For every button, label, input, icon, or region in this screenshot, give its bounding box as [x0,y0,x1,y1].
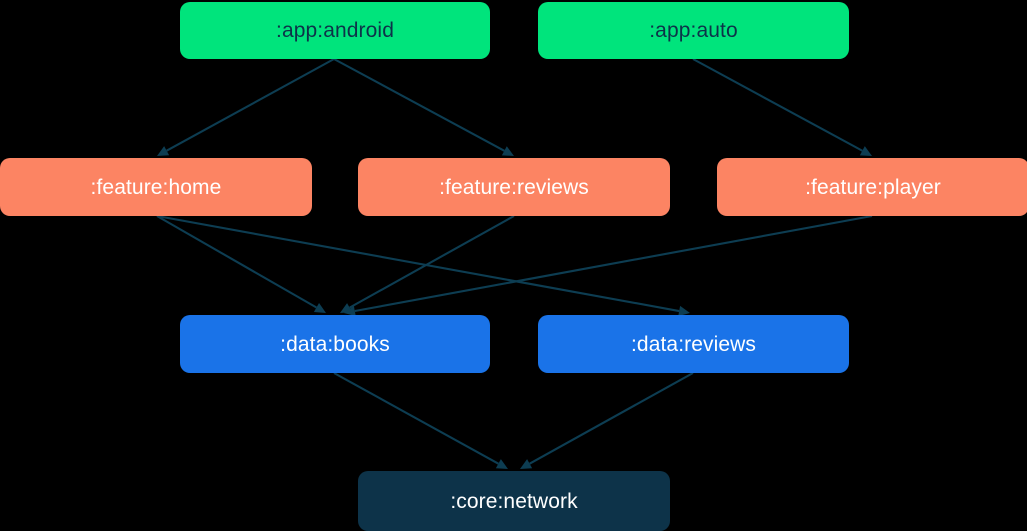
graph-node-feature-home[interactable]: :feature:home [0,158,312,216]
graph-node-label: :feature:player [805,175,941,199]
graph-edge-feature-home-to-data-books [156,215,326,313]
edge-line [156,214,680,313]
graph-node-feature-player[interactable]: :feature:player [717,158,1027,216]
edge-line [354,214,873,313]
graph-node-feature-reviews[interactable]: :feature:reviews [358,158,670,216]
graph-node-label: :feature:home [90,175,222,199]
edge-arrowhead-icon [157,146,170,156]
graph-edge-feature-home-to-data-reviews [156,214,690,317]
edge-arrowhead-icon [313,303,326,313]
graph-node-label: :feature:reviews [439,175,589,199]
graph-edge-app-android-to-feature-home [157,58,335,156]
graph-node-label: :app:android [276,19,394,42]
graph-node-data-reviews[interactable]: :data:reviews [538,315,849,373]
edge-line [333,58,505,152]
graph-edge-data-reviews-to-core-network [520,372,694,469]
graph-node-app-android[interactable]: :app:android [180,2,490,59]
graph-edge-feature-player-to-data-books [344,214,873,317]
graph-edge-app-auto-to-feature-player [692,58,872,156]
graph-node-data-books[interactable]: :data:books [180,315,490,373]
graph-node-core-network[interactable]: :core:network [358,471,670,531]
graph-node-label: :data:reviews [630,332,757,356]
edge-line [692,58,863,152]
edge-line [156,215,317,309]
edge-line [349,215,515,309]
edge-arrowhead-icon [495,459,508,469]
edge-arrowhead-icon [859,146,872,156]
edge-arrowhead-icon [340,303,353,313]
graph-node-app-auto[interactable]: :app:auto [538,2,849,59]
graph-edge-feature-reviews-to-data-books [340,215,515,313]
graph-node-label: :data:books [280,332,390,356]
edge-arrowhead-icon [520,459,533,469]
edge-arrowhead-icon [501,146,514,156]
graph-edge-app-android-to-feature-reviews [333,58,514,156]
edge-line [166,58,335,152]
edge-line [333,372,499,465]
graph-node-label: :app:auto [649,19,738,42]
edge-line [529,372,694,465]
graph-edge-data-books-to-core-network [333,372,508,469]
graph-node-label: :core:network [450,489,578,513]
